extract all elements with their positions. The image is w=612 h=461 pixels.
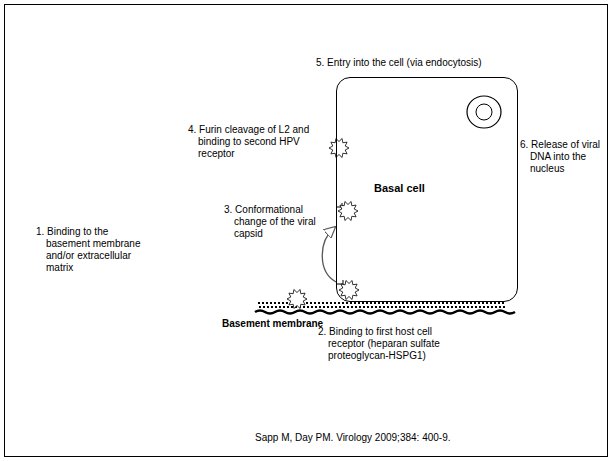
nucleolus	[476, 104, 492, 120]
basement-membrane	[255, 311, 515, 314]
step-label: 3. Conformational change of the viral ca…	[224, 204, 322, 240]
virus-particle	[287, 289, 307, 308]
step-label: 4. Furin cleavage of L2 and binding to s…	[188, 124, 320, 160]
nucleus	[467, 96, 501, 128]
step-label: 5. Entry into the cell (via endocytosis)	[316, 57, 556, 69]
slide-frame	[5, 5, 608, 457]
step-label: 6. Release of viral DNA into the nucleus	[520, 139, 602, 175]
virus-particle	[338, 201, 358, 220]
virus-particle	[329, 138, 349, 157]
step-label: 1. Binding to the basement membrane and/…	[36, 226, 148, 274]
cell-label: Basal cell	[374, 182, 425, 194]
virus-particle	[339, 280, 359, 299]
step-label: 2. Binding to first host cell receptor (…	[318, 326, 470, 362]
cell-outline: Basal cell	[336, 77, 518, 302]
curved-arrow	[322, 228, 336, 282]
citation: Sapp M, Day PM. Virology 2009;384: 400-9…	[255, 432, 525, 444]
